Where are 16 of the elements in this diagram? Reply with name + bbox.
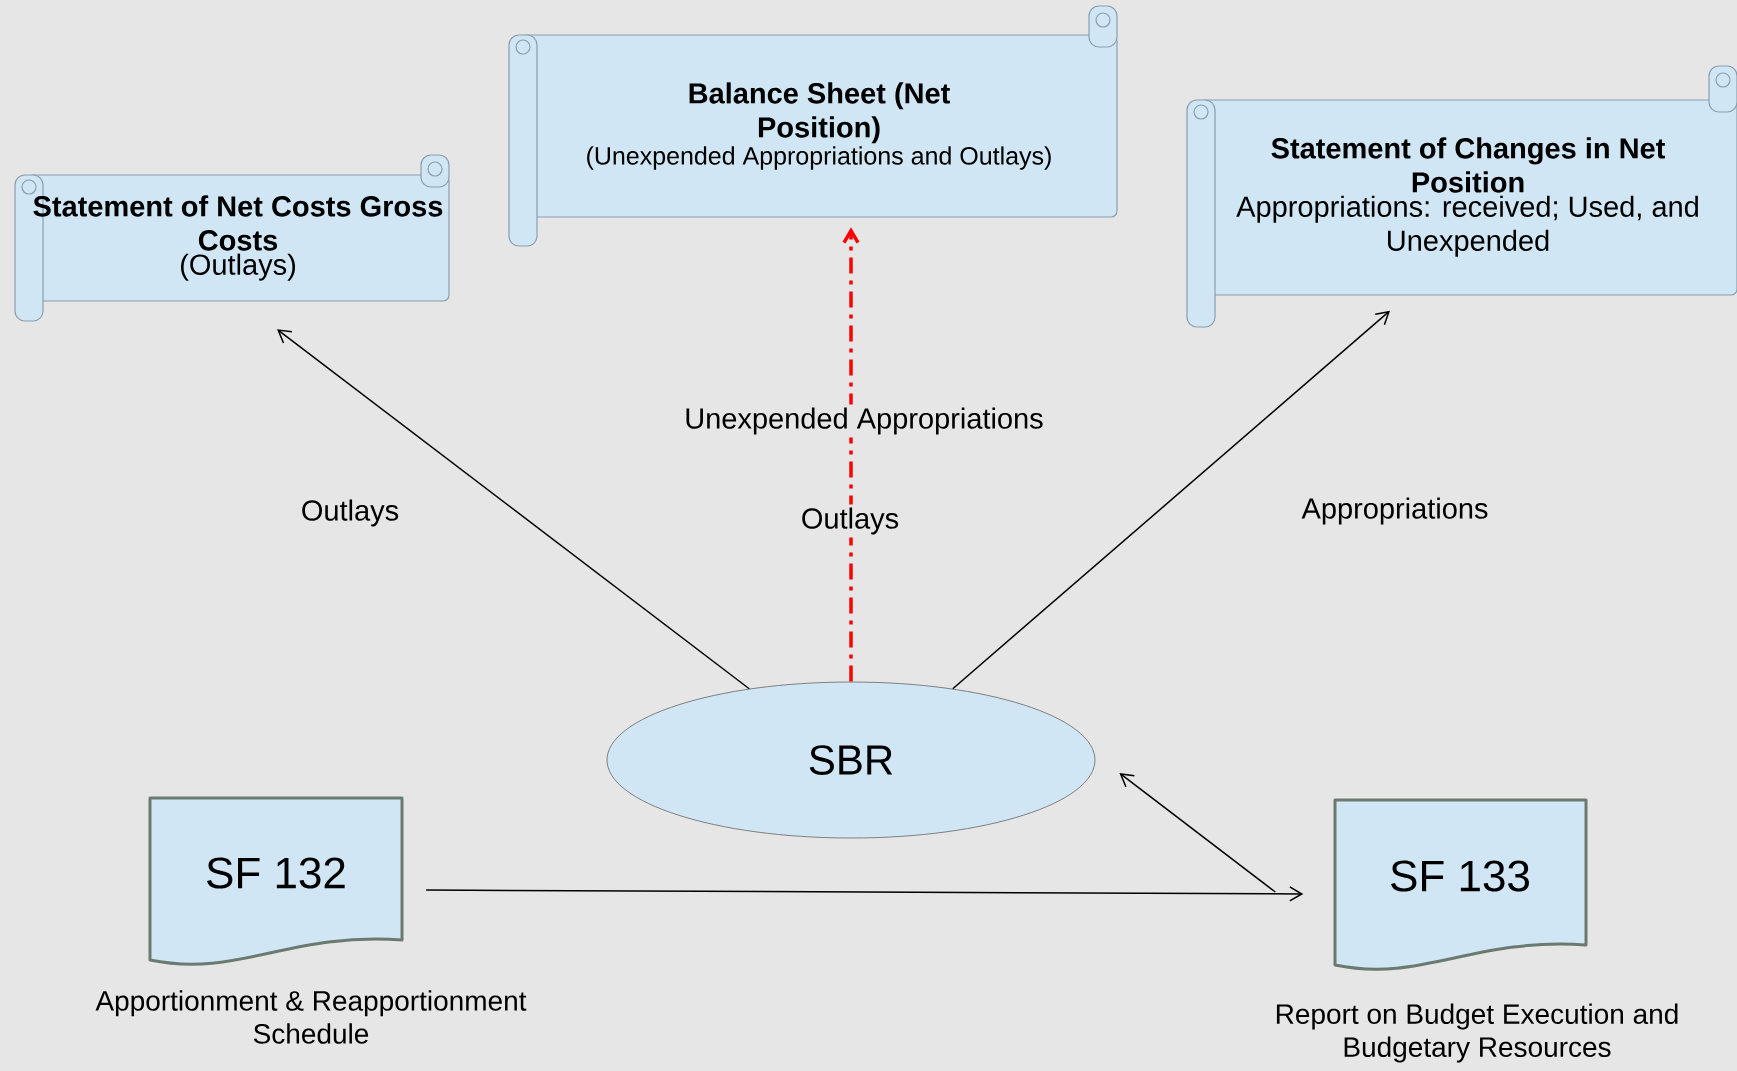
edge-label: Appropriations xyxy=(1298,494,1492,528)
arrow xyxy=(277,329,750,690)
document-caption: Apportionment & Reapportionment Schedule xyxy=(95,990,527,1044)
arrow xyxy=(425,886,1304,902)
arrow xyxy=(1119,773,1277,893)
arrow xyxy=(842,227,860,682)
scroll-box: Balance Sheet (Net Position) (Unexpended Appropriations and Outlays) xyxy=(508,5,1118,247)
edge-label: Unexpended Appropriations xyxy=(681,404,1047,438)
document-box: SF 133 xyxy=(1333,798,1588,971)
scroll-box: Statement of Net Costs Gross Costs (Outlays) xyxy=(14,154,450,322)
arrow xyxy=(952,310,1390,690)
document-caption: Report on Budget Execution and Budgetary Resources xyxy=(1276,1003,1678,1063)
line-label: Outlays xyxy=(797,504,903,538)
document-box: SF 132 xyxy=(148,796,404,966)
scroll-box: Statement of Changes in Net Position Appropriations: received; Used, and Unexpended xyxy=(1186,65,1737,328)
edge-label: Outlays xyxy=(297,496,403,530)
